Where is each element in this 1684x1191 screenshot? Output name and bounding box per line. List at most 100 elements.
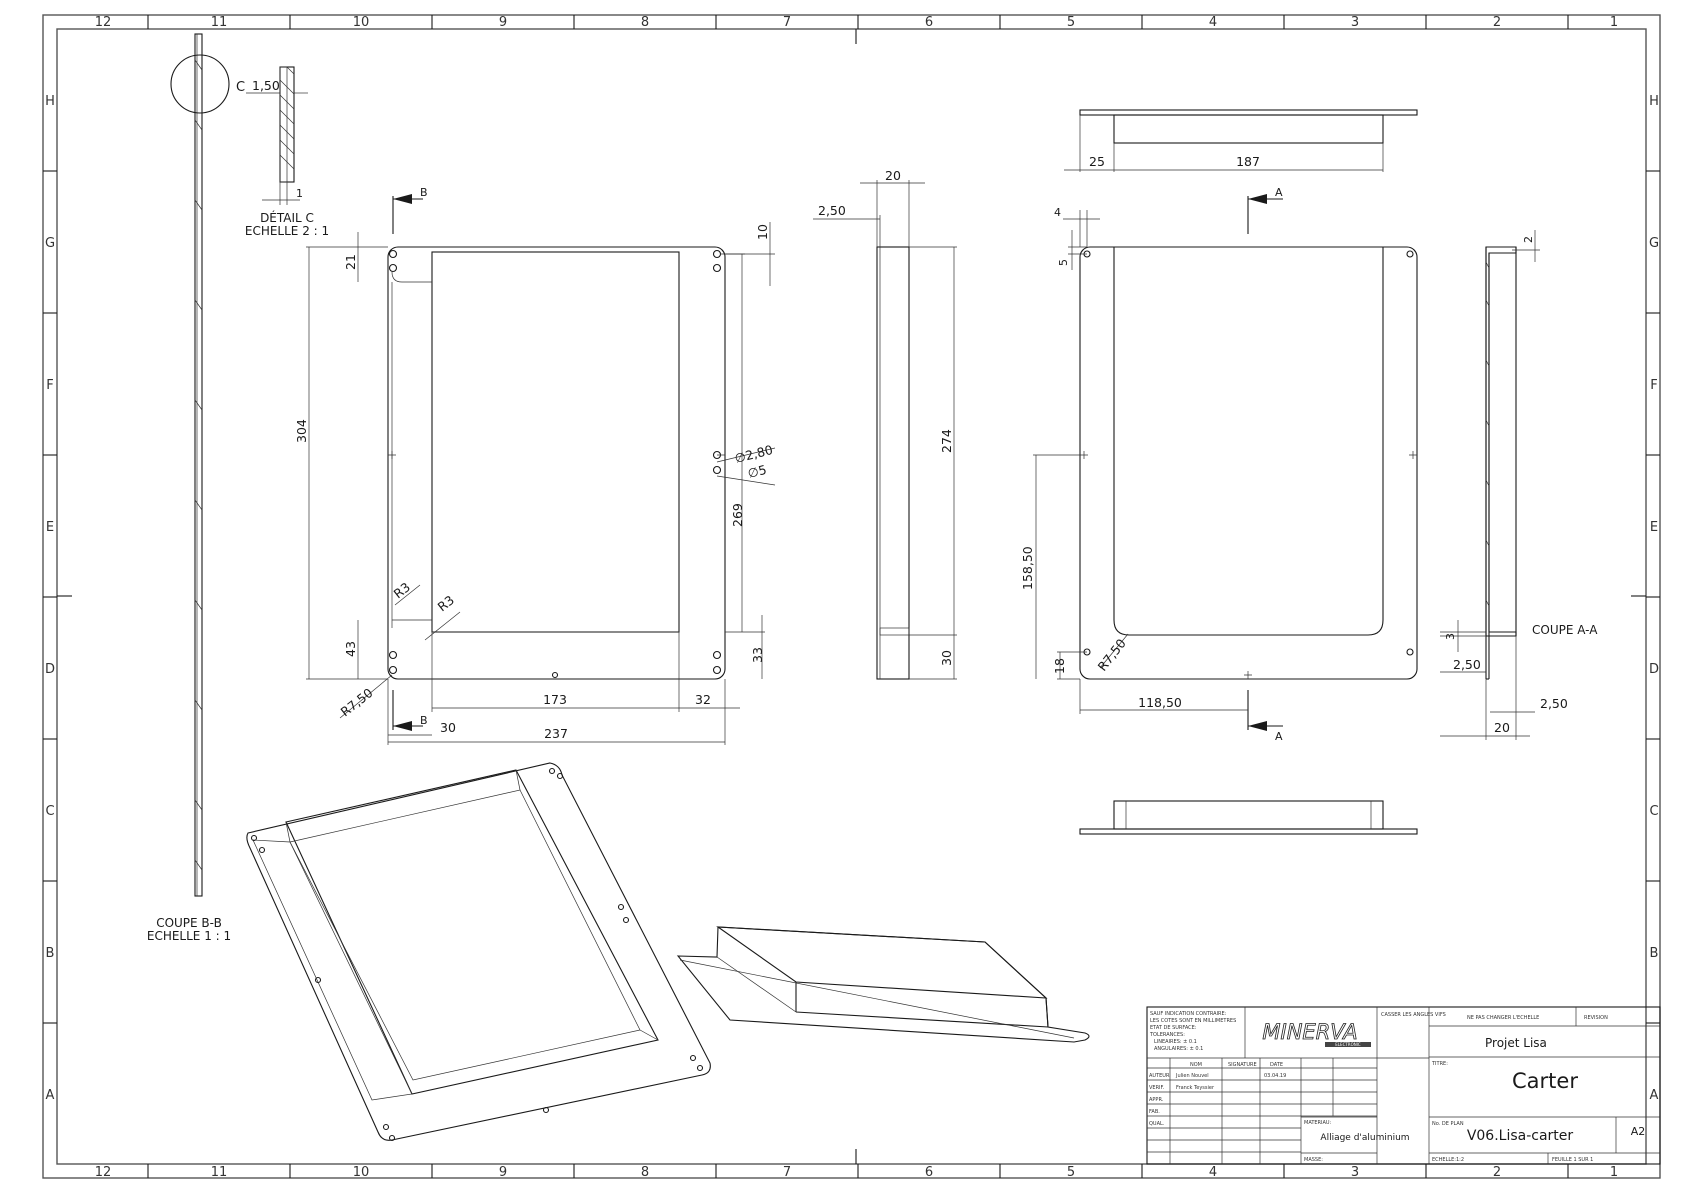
tb-echelle: ECHELLE:1:2 — [1432, 1157, 1464, 1163]
zone-rows: H G F E D C B A H G F E D C B A — [45, 94, 1659, 1103]
isometric-view-small — [676, 926, 1090, 1043]
dim-detail-c-1-50: 1,50 — [252, 78, 280, 93]
dim-r3-a: R3 — [391, 579, 413, 601]
section-bb-scale: ECHELLE 1 : 1 — [147, 929, 231, 943]
detail-c-marker: C — [236, 80, 245, 95]
tb-role: VERIF. — [1149, 1085, 1165, 1091]
side-view: 20 2,50 274 30 — [813, 168, 957, 680]
tb-tolerance-line: ANGULAIRES: ± 0.1 — [1154, 1046, 1203, 1052]
detail-c-scale: ECHELLE 2 : 1 — [245, 224, 329, 238]
section-marker-a-bottom: A — [1275, 730, 1283, 743]
tb-date: 03.04.19 — [1264, 1073, 1286, 1079]
detail-c-callout-circle — [170, 54, 230, 114]
tb-titre: Carter — [1512, 1069, 1578, 1093]
tb-name: Franck Teyssier — [1176, 1085, 1215, 1091]
zone-col-label: 7 — [783, 15, 791, 30]
dim-r7-50-front: R7,50 — [338, 685, 376, 719]
dim-aa-2: 2 — [1522, 236, 1535, 243]
svg-text:ELECTRONIC: ELECTRONIC — [1335, 1042, 1361, 1047]
zone-row-label: C — [1649, 804, 1658, 819]
dim-274: 274 — [939, 429, 954, 453]
zone-row-label: G — [1649, 236, 1659, 251]
zone-row-label: F — [1650, 378, 1657, 393]
dim-aa-2-50-left: 2,50 — [1453, 657, 1481, 672]
zone-col-label: 6 — [925, 15, 933, 30]
zone-col-label: 8 — [641, 1165, 649, 1180]
tb-projet: Projet Lisa — [1485, 1036, 1547, 1050]
tb-name: Julien Nouvel — [1175, 1073, 1209, 1079]
zone-col-label: 1 — [1610, 1165, 1618, 1180]
tb-col-date: DATE — [1270, 1062, 1283, 1068]
dim-dia-2-80: ∅2,80 — [733, 442, 774, 466]
zone-col-label: 12 — [95, 1165, 112, 1180]
tb-masse-label: MASSE: — [1304, 1157, 1323, 1163]
zone-row-label: G — [45, 236, 55, 251]
dim-aa-3: 3 — [1444, 633, 1457, 640]
dim-10: 10 — [755, 224, 770, 240]
zone-col-label: 3 — [1351, 15, 1359, 30]
tb-ne-pas: NE PAS CHANGER L'ECHELLE — [1467, 1015, 1539, 1021]
tb-role: FAB. — [1149, 1109, 1160, 1115]
tb-no-plan-label: No. DE PLAN — [1432, 1121, 1464, 1127]
zone-col-label: 2 — [1493, 1165, 1501, 1180]
zone-row-label: C — [45, 804, 54, 819]
sheet-frame — [42, 14, 1661, 1179]
section-marker-b-top: B — [420, 186, 428, 199]
tb-tolerance-line: LINEAIRES: ± 0.1 — [1154, 1039, 1197, 1045]
dim-dia-5: ∅5 — [746, 462, 768, 481]
zone-row-label: H — [45, 94, 55, 109]
dim-2-50-side: 2,50 — [818, 203, 846, 218]
section-aa-title: COUPE A-A — [1532, 623, 1598, 637]
zone-col-label: 4 — [1209, 1165, 1217, 1180]
section-marker-b-bottom: B — [420, 714, 428, 727]
zone-row-label: H — [1649, 94, 1659, 109]
tb-role: AUTEUR — [1149, 1073, 1170, 1079]
tb-role: QUAL. — [1149, 1121, 1165, 1127]
top-view: 25 187 — [1064, 109, 1418, 172]
svg-text:MINERVA: MINERVA — [1262, 1020, 1357, 1044]
zone-columns-top: 12 11 10 9 8 7 6 5 4 3 2 1 — [95, 15, 1618, 30]
dim-158-50: 158,50 — [1020, 546, 1035, 590]
tb-tolerance-line: SAUF INDICATION CONTRAIRE: — [1150, 1011, 1227, 1017]
title-block: SAUF INDICATION CONTRAIRE: LES COTES SON… — [1146, 1006, 1661, 1165]
dim-20-side: 20 — [885, 168, 901, 183]
isometric-view-large — [246, 762, 711, 1142]
dim-304: 304 — [294, 419, 309, 443]
zone-columns-bottom: 12 11 10 9 8 7 6 5 4 3 2 1 — [95, 1165, 1618, 1180]
dim-aa-20: 20 — [1494, 720, 1510, 735]
zone-col-label: 9 — [499, 1165, 507, 1180]
tb-materiau-label: MATERIAU: — [1304, 1120, 1332, 1126]
zone-col-label: 8 — [641, 15, 649, 30]
dim-30-front: 30 — [440, 720, 456, 735]
dim-25: 25 — [1089, 154, 1105, 169]
zone-col-label: 10 — [353, 15, 370, 30]
front-view: B B 304 21 43 R7,50 R3 R3 173 32 30 237 … — [294, 186, 776, 745]
tb-titre-label: TITRE: — [1431, 1061, 1448, 1067]
zone-row-label: E — [1650, 520, 1658, 535]
zone-col-label: 7 — [783, 1165, 791, 1180]
zone-row-label: A — [1650, 1088, 1659, 1103]
zone-col-label: 9 — [499, 15, 507, 30]
tb-role: APPR. — [1149, 1097, 1164, 1103]
dim-237: 237 — [544, 726, 568, 741]
dim-173: 173 — [543, 692, 567, 707]
zone-row-label: D — [1649, 662, 1659, 677]
zone-col-label: 11 — [211, 1165, 228, 1180]
dim-aa-2-50-right: 2,50 — [1540, 696, 1568, 711]
tb-format: A2 — [1631, 1125, 1646, 1138]
tb-casser: CASSER LES ANGLES VIFS — [1381, 1012, 1446, 1018]
zone-col-label: 10 — [353, 1165, 370, 1180]
tb-feuille: FEUILLE 1 SUR 1 — [1552, 1157, 1593, 1163]
tb-col-signature: SIGNATURE — [1228, 1062, 1257, 1068]
zone-row-label: B — [1650, 946, 1659, 961]
back-view: A A 4 5 158,50 18 R7,50 118,50 — [1020, 186, 1418, 743]
zone-row-label: E — [46, 520, 54, 535]
zone-col-label: 6 — [925, 1165, 933, 1180]
zone-row-label: B — [46, 946, 55, 961]
dim-18: 18 — [1052, 658, 1067, 674]
tb-tolerance-line: TOLERANCES: — [1149, 1032, 1185, 1038]
detail-c-title: DÉTAIL C — [260, 210, 314, 225]
dim-118-50: 118,50 — [1138, 695, 1182, 710]
zone-col-label: 1 — [1610, 15, 1618, 30]
